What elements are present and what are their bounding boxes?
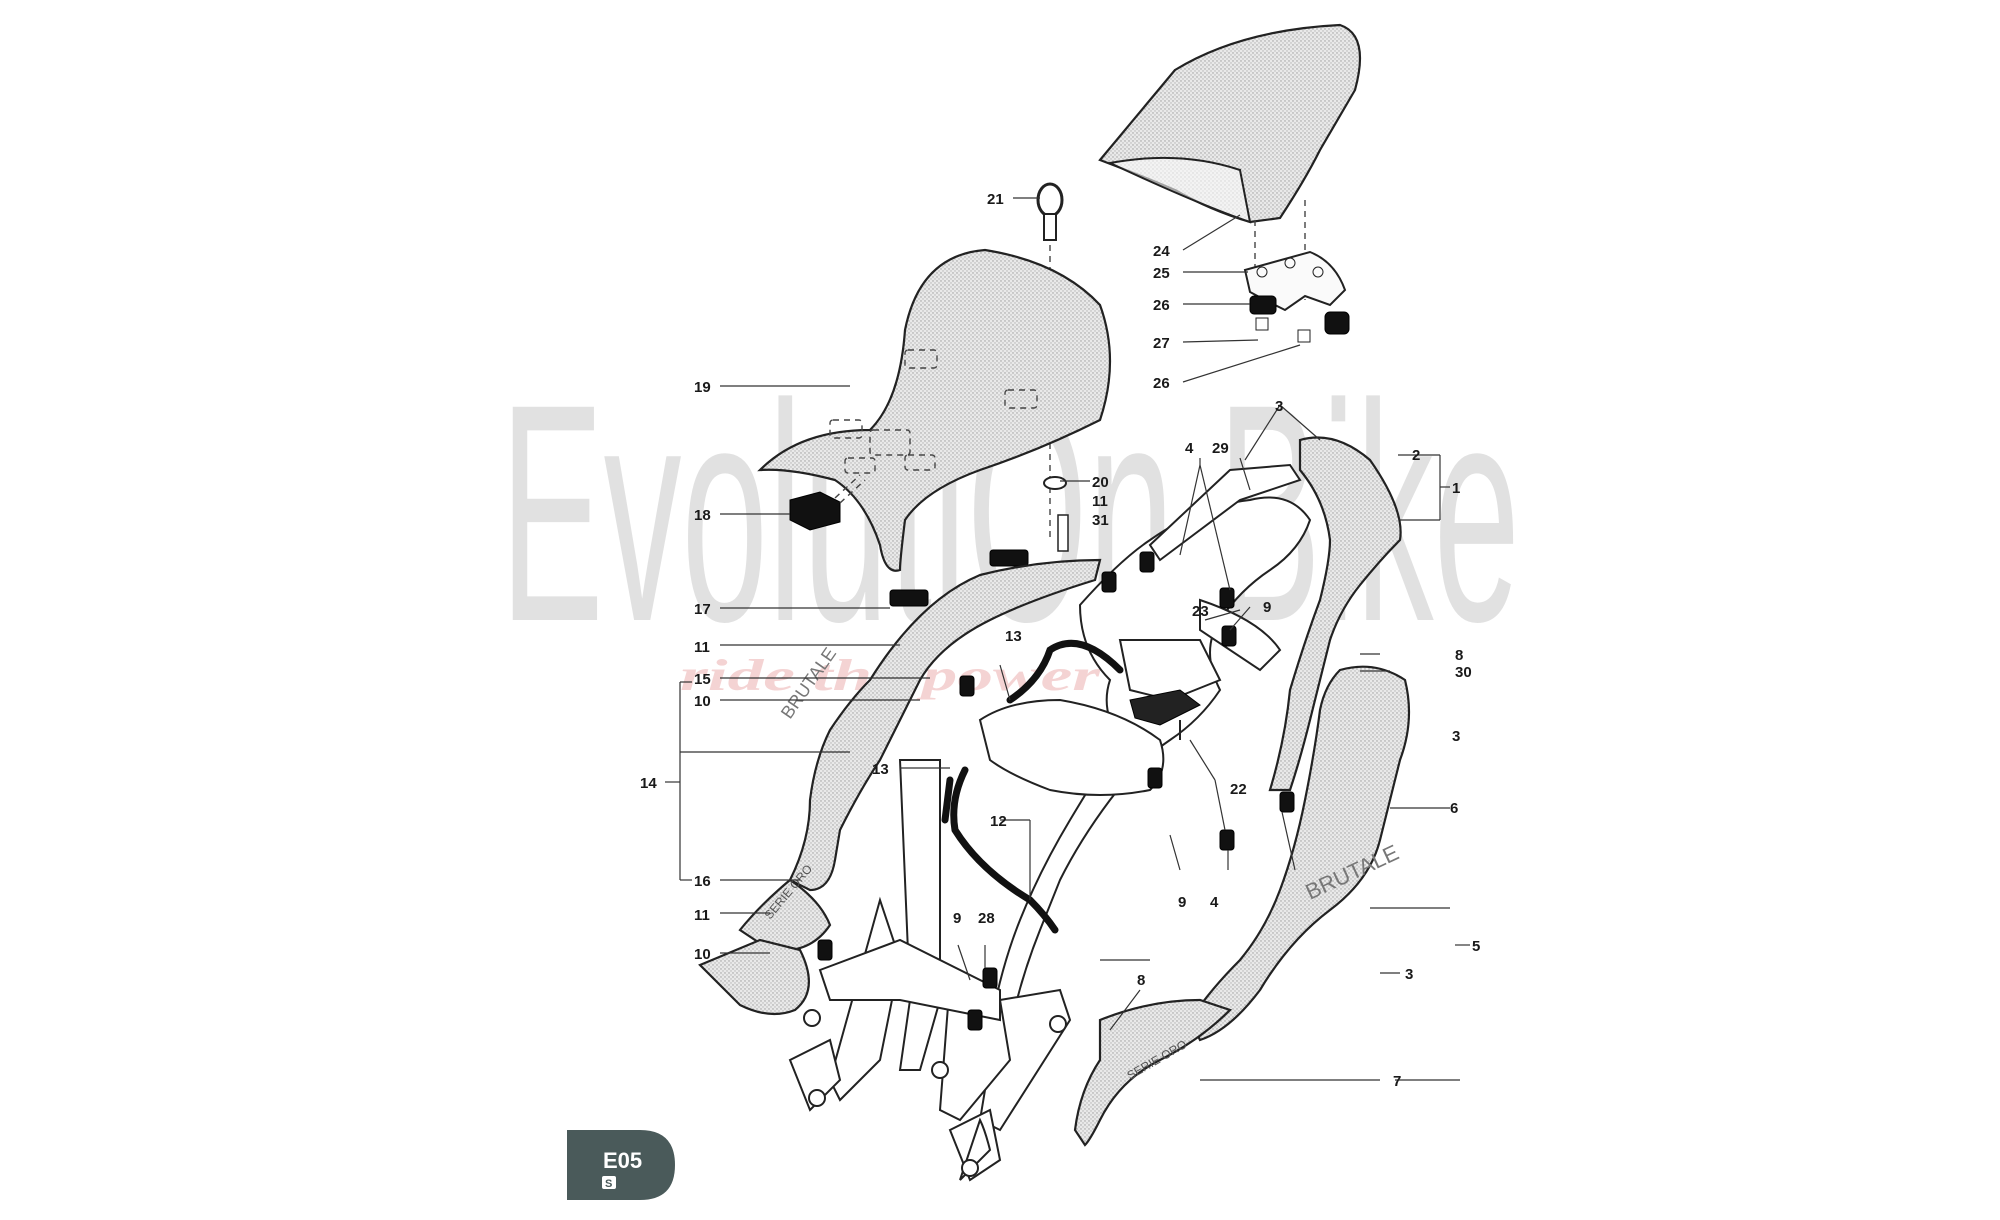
bushings: [817, 551, 1295, 1031]
callout-3: 3: [1452, 728, 1460, 745]
page-badge-code: E05: [603, 1148, 642, 1173]
bushing-icon: [982, 967, 998, 989]
grommet-icon: [1324, 311, 1350, 335]
rubber-mount-icon: [889, 589, 929, 607]
callout-24: 24: [1153, 243, 1170, 260]
callout-11: 11: [694, 907, 710, 924]
callout-10: 10: [694, 693, 711, 710]
electronic-bracket: [1129, 689, 1201, 740]
grommet-icon: [1249, 295, 1277, 315]
callout-13: 13: [1005, 628, 1022, 645]
callout-23: 23: [1192, 603, 1209, 620]
callout-9: 9: [1178, 894, 1186, 911]
callout-labels: 1 2 3 3 3 4 4 5 6 7 8 8 9 9 9 10 10 11 1…: [640, 191, 1480, 1090]
callout-1: 1: [1452, 480, 1460, 497]
callout-26: 26: [1153, 375, 1170, 392]
callout-26: 26: [1153, 297, 1170, 314]
callout-9: 9: [1263, 599, 1271, 616]
callout-27: 27: [1153, 335, 1170, 352]
callout-12: 12: [990, 813, 1007, 830]
callout-8: 8: [1455, 647, 1463, 664]
bushing-icon: [967, 1009, 983, 1031]
callout-15: 15: [694, 671, 711, 688]
bushing-icon: [1101, 571, 1117, 593]
callout-29: 29: [1212, 440, 1229, 457]
rubber-mount-icon: [989, 549, 1029, 567]
callout-7: 7: [1393, 1073, 1401, 1090]
callout-16: 16: [694, 873, 711, 890]
callout-25: 25: [1153, 265, 1170, 282]
bushing-icon: [1279, 791, 1295, 813]
callout-11: 11: [694, 639, 710, 656]
callout-5: 5: [1472, 938, 1480, 955]
bushing-icon: [1219, 587, 1235, 609]
callout-28: 28: [978, 910, 995, 927]
page-badge-sub: S: [605, 1178, 612, 1190]
bushing-icon: [1139, 551, 1155, 573]
seat-fasteners: [1043, 476, 1069, 552]
passenger-seat-bracket: [1243, 250, 1350, 343]
callout-4: 4: [1210, 894, 1219, 911]
callout-10: 10: [694, 946, 711, 963]
callout-6: 6: [1450, 800, 1458, 817]
callout-22: 22: [1230, 781, 1247, 798]
callout-2: 2: [1412, 447, 1420, 464]
callout-14: 14: [640, 775, 657, 792]
bushing-icon: [817, 939, 833, 961]
callout-11: 11: [1092, 493, 1108, 510]
tool-bag: [789, 474, 866, 531]
callout-17: 17: [694, 601, 711, 618]
callout-13: 13: [872, 761, 889, 778]
callout-30: 30: [1455, 664, 1472, 681]
bushing-icon: [1221, 625, 1237, 647]
callout-31: 31: [1092, 512, 1109, 529]
callout-3: 3: [1405, 966, 1413, 983]
callout-20: 20: [1092, 474, 1109, 491]
subframe: [788, 463, 1312, 1182]
seat-rubber-mounts: [889, 549, 1029, 607]
callout-18: 18: [694, 507, 711, 524]
callout-3: 3: [1275, 398, 1283, 415]
callout-19: 19: [694, 379, 711, 396]
breather-hose: [941, 639, 1124, 934]
page-badge-shape: [567, 1130, 675, 1200]
bushing-icon: [1147, 767, 1163, 789]
page-badge: E05 S: [567, 1130, 675, 1200]
callout-21: 21: [987, 191, 1004, 208]
bushing-icon: [959, 675, 975, 697]
rider-seat: [757, 248, 1112, 572]
leader-lines: [665, 197, 1470, 1081]
bushing-icon: [1219, 829, 1235, 851]
callout-9: 9: [953, 910, 961, 927]
callout-4: 4: [1185, 440, 1194, 457]
callout-8: 8: [1137, 972, 1145, 989]
